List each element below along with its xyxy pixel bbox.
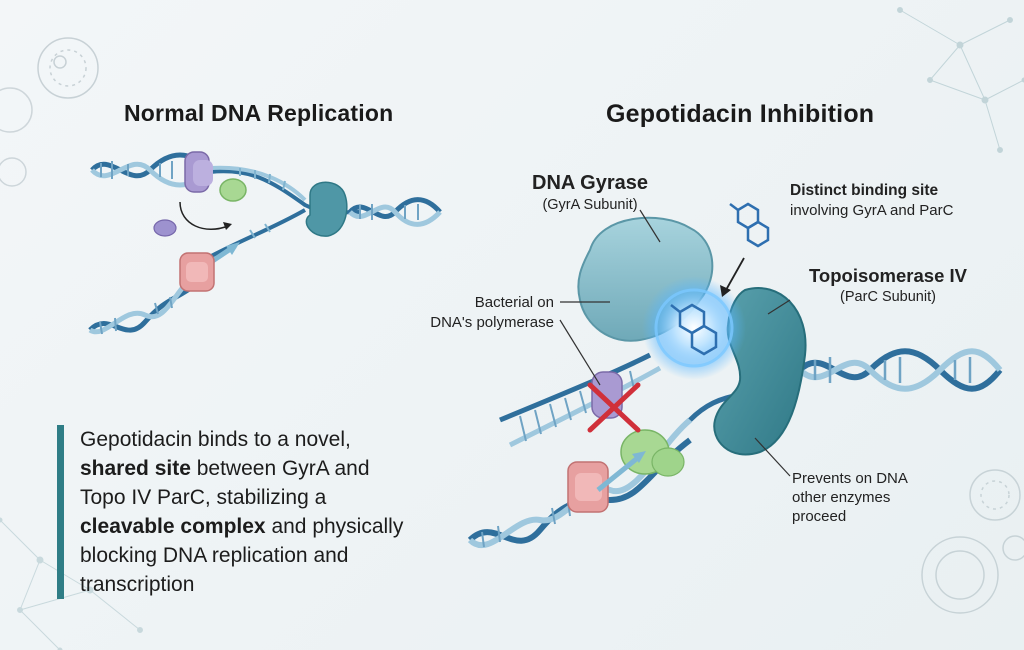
polymerase-label-line-2: DNA's polymerase [430, 314, 554, 331]
polymerase-enzyme [179, 252, 215, 292]
free-subunit [153, 219, 177, 237]
callout-bold-cleavable-complex: cleavable complex [80, 515, 266, 538]
prevents-label-line-2: other enzymes [792, 489, 891, 506]
polymerase-label-line-1: Bacterial on [474, 294, 554, 311]
callout-text-1: Gepotidacin binds to a novel, [80, 428, 351, 451]
mechanism-callout: Gepotidacin binds to a novel, shared sit… [57, 425, 420, 599]
molecule-icon [729, 202, 770, 248]
dna-gyrase-label: DNA Gyrase (GyrA Subunit) [530, 172, 650, 213]
downstream-dna-helix [797, 348, 1003, 392]
molecule-icon [670, 303, 718, 356]
arrow-icon [725, 257, 745, 291]
binding-site-glow [642, 276, 746, 380]
dna-gyrase-subtitle: (GyrA Subunit) [542, 197, 638, 213]
topoisomerase-enzyme [305, 181, 348, 237]
panel-title-normal-replication: Normal DNA Replication [124, 100, 394, 126]
primase-enzyme [620, 429, 685, 477]
cell-icon [37, 37, 99, 99]
network-icon [0, 517, 143, 650]
topoisomerase-iv-subtitle: (ParC Subunit) [840, 289, 936, 305]
prevents-label-line-3: proceed [792, 508, 847, 525]
binding-site-subtitle: involving GyrA and ParC [790, 202, 954, 219]
polymerase-enzyme [567, 461, 609, 513]
polymerase-label: Bacterial on DNA's polymerase [400, 293, 554, 333]
dna-gyrase-title: DNA Gyrase [532, 172, 648, 194]
downstream-dna-helix [348, 197, 442, 227]
inhibition-diagram [467, 202, 1003, 549]
cell-icon [921, 469, 1024, 614]
cell-icon [0, 87, 33, 187]
x-mark-icon [587, 382, 641, 433]
prevents-label-line-1: Prevents on DNA [792, 470, 908, 487]
normal-replication-diagram [88, 151, 442, 335]
callout-bold-shared-site: shared site [80, 457, 191, 480]
primase-enzyme [219, 178, 247, 202]
arrow-icon [596, 454, 642, 492]
network-icon [897, 7, 1024, 153]
arrow-icon [179, 201, 229, 231]
binding-site-title: Distinct binding site [790, 182, 939, 199]
helicase-enzyme [184, 151, 213, 193]
topoisomerase-iv-label: Topoisomerase IV (ParC Subunit) [800, 265, 976, 305]
callout-text-2: between GyrA and Topo IV ParC, stabilizi… [80, 457, 370, 509]
topoisomerase-iv-title: Topoisomerase IV [809, 265, 967, 286]
binding-site-label: Distinct binding site involving GyrA and… [790, 181, 953, 221]
leader-lines [559, 209, 791, 477]
panel-title-gepotidacin-inhibition: Gepotidacin Inhibition [606, 100, 875, 128]
prevents-label: Prevents on DNA other enzymes proceed [792, 469, 942, 526]
leading-strand-helix [88, 242, 240, 335]
callout-text-3: and physically blocking DNA replication … [80, 515, 404, 596]
